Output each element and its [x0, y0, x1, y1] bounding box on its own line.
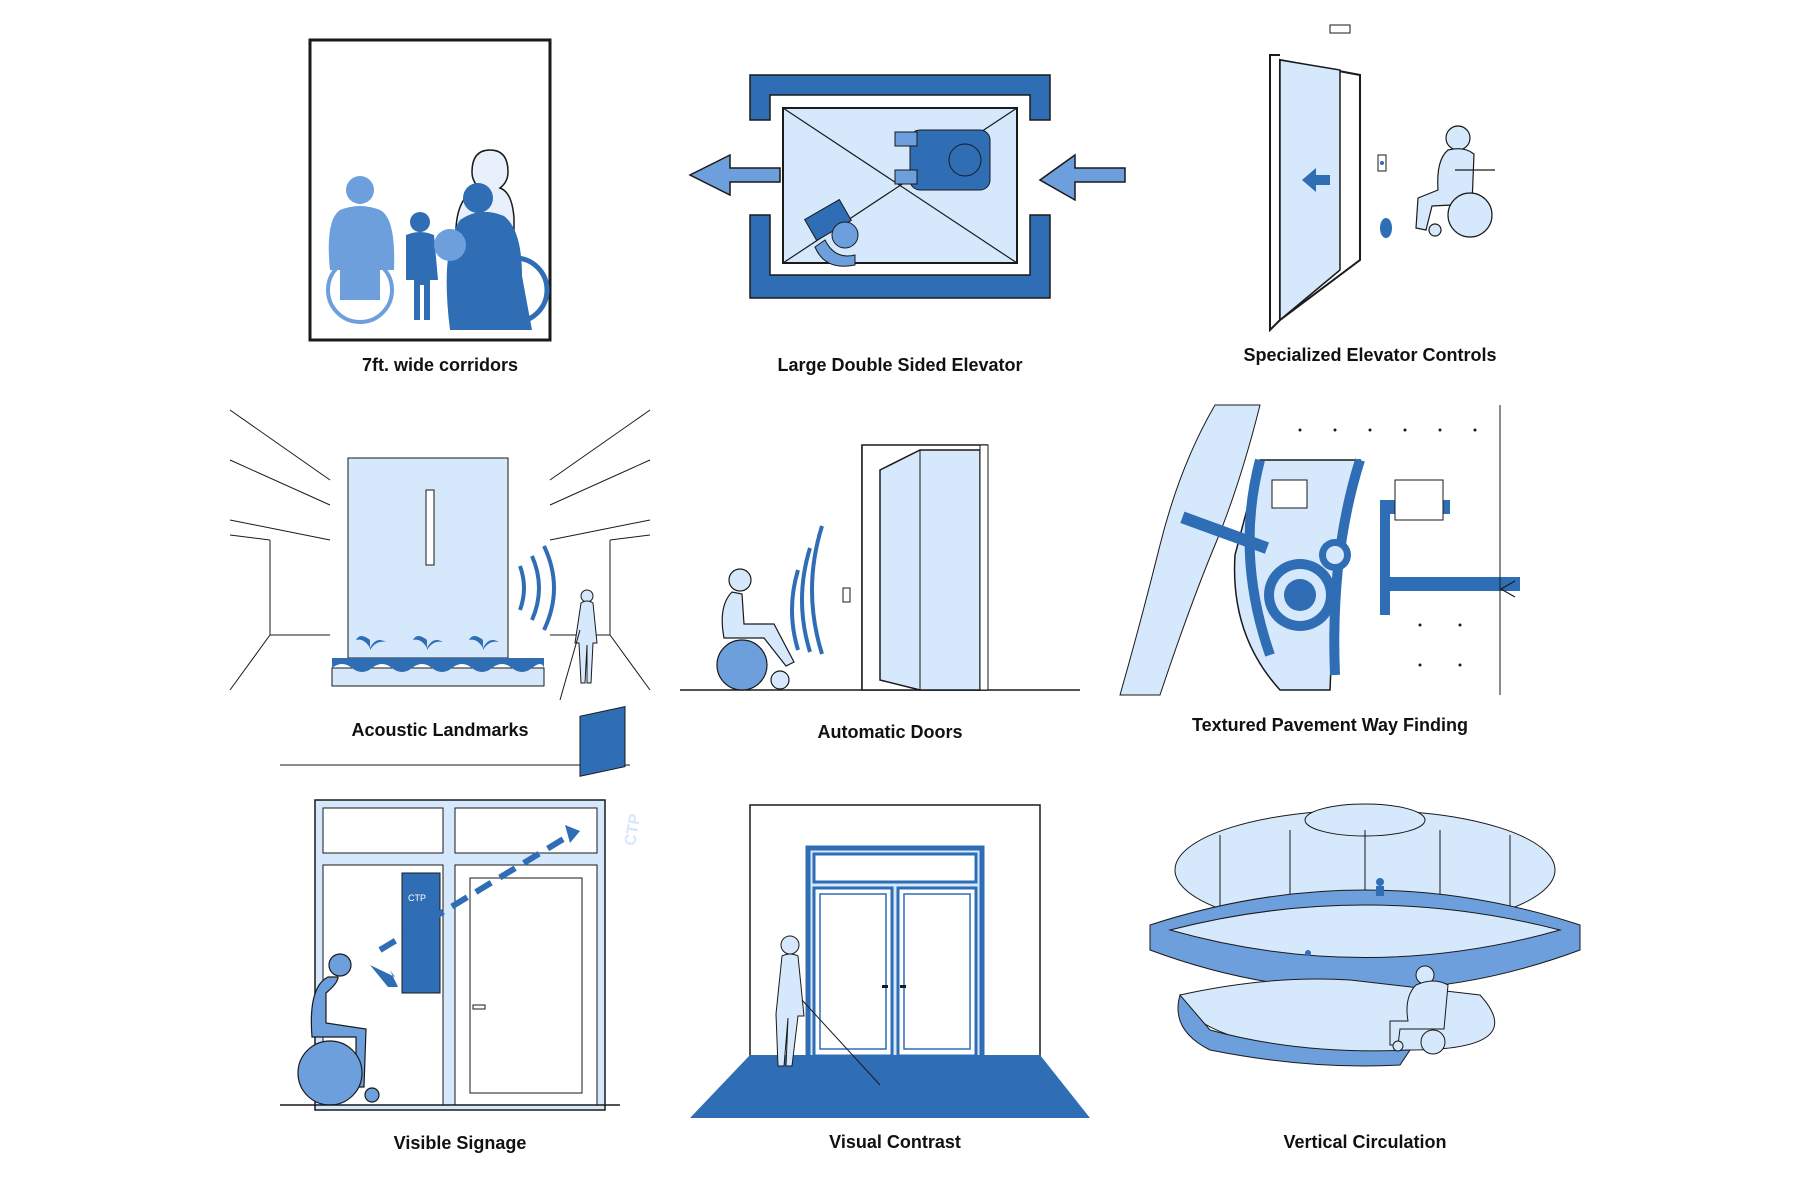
acoustic-landmark-illustration — [229, 409, 651, 701]
ramp-illustration — [1149, 803, 1581, 1067]
signage-illustration: CTP CTP — [280, 706, 644, 1111]
elevator-controls-illustration — [1269, 24, 1495, 333]
wheelchair-user-dark-icon — [434, 183, 550, 330]
sound-wave-icon — [790, 525, 824, 655]
wheelchair-user-icon — [1389, 965, 1449, 1055]
panel-caption: Visual Contrast — [829, 1132, 961, 1152]
arrow-left-icon — [1499, 580, 1516, 598]
plant-icon — [356, 636, 499, 660]
panel-acoustic-landmarks: Acoustic Landmarks — [229, 409, 651, 750]
person-with-cane-icon — [775, 935, 881, 1086]
panel-caption: Vertical Circulation — [1283, 1132, 1447, 1152]
automatic-door-illustration — [680, 444, 1080, 691]
foot-button-icon — [1380, 218, 1392, 238]
wheelchair-user-icon — [716, 568, 795, 691]
arrow-left-icon — [1038, 153, 1126, 202]
sound-wave-icon — [518, 545, 556, 631]
arrow-left-icon — [1302, 168, 1330, 192]
wheelchair-top-view-icon — [894, 129, 991, 191]
panel-caption: Large Double Sided Elevator — [777, 355, 1023, 375]
projecting-sign-text: CTP — [622, 812, 644, 847]
panel-textured-pavement: Textured Pavement Way Finding — [1119, 404, 1540, 750]
panel-caption: Automatic Doors — [817, 722, 963, 742]
wheelchair-user-icon — [326, 176, 395, 324]
panel-visible-signage: CTP CTP Visible Signage — [280, 706, 644, 1165]
child-figure-icon — [406, 212, 438, 320]
panel-elevator-controls: Specialized Elevator Controls — [1200, 20, 1540, 390]
poster-title: CTP — [408, 893, 426, 903]
panel-caption: Acoustic Landmarks — [351, 720, 529, 740]
panel-wide-corridors: 7ft. wide corridors — [300, 30, 580, 390]
panel-caption: Visible Signage — [393, 1133, 527, 1153]
door-icon — [879, 449, 981, 691]
panel-visual-contrast: Visual Contrast — [690, 800, 1100, 1165]
arrow-left-icon — [688, 153, 781, 197]
door-opener-button — [842, 587, 851, 603]
floor-plan-illustration — [1119, 404, 1520, 696]
door-icon — [1279, 59, 1341, 322]
texture-dots — [1298, 428, 1477, 667]
projecting-sign — [579, 706, 626, 777]
panel-double-sided-elevator: Large Double Sided Elevator — [680, 60, 1126, 390]
panel-caption: 7ft. wide corridors — [361, 355, 519, 375]
arrow-right-icon — [370, 965, 398, 987]
contrast-illustration — [690, 804, 1090, 1118]
wheelchair-user-icon — [1415, 125, 1495, 238]
contrast-mat — [690, 1055, 1090, 1118]
person-with-cane-icon — [559, 589, 598, 701]
person-top-view-icon — [803, 198, 859, 267]
dashed-arrow-icon — [378, 832, 572, 953]
elevator-plan-illustration — [688, 74, 1126, 299]
corridor-illustration — [308, 38, 552, 342]
panel-vertical-circulation: Vertical Circulation — [1149, 800, 1581, 1165]
panel-caption: Specialized Elevator Controls — [1243, 345, 1497, 365]
panel-automatic-doors: Automatic Doors — [680, 440, 1100, 755]
panel-caption: Textured Pavement Way Finding — [1191, 715, 1469, 735]
